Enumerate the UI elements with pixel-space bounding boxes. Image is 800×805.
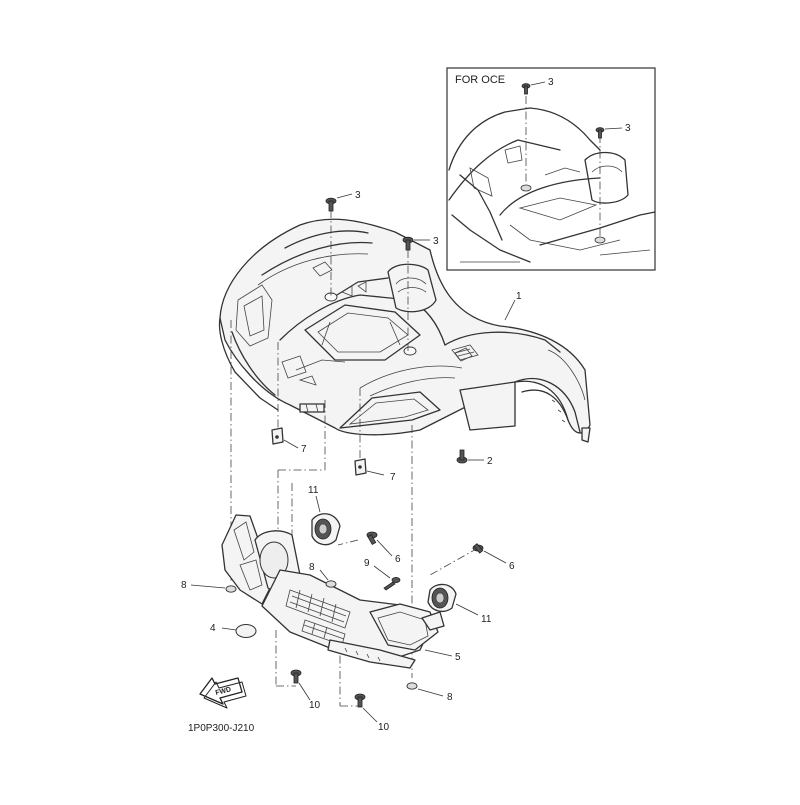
- callout-3: 3: [548, 77, 554, 88]
- callout-11: 11: [481, 614, 492, 625]
- cap-4: [235, 624, 257, 638]
- callout-1: 1: [516, 291, 522, 302]
- callout-7: 7: [301, 444, 307, 455]
- callout-5: 5: [455, 652, 461, 663]
- screw-3-a: [325, 197, 337, 212]
- callout-9: 9: [364, 558, 370, 569]
- grommet-8-c: [406, 682, 418, 690]
- callout-7: 7: [390, 472, 396, 483]
- inset-screw-top: [521, 83, 531, 95]
- callout-8: 8: [181, 580, 187, 591]
- lamp-11-a: [311, 513, 341, 546]
- inset-fender-sketch: [448, 81, 656, 263]
- grommet-8-b: [325, 580, 337, 588]
- bolt-10-a: [290, 669, 302, 684]
- bolt-10-b: [354, 693, 366, 708]
- callout-3: 3: [355, 190, 361, 201]
- screw-9: [383, 577, 401, 591]
- screw-3-b: [402, 236, 414, 251]
- fwd-arrow-icon: FWD: [199, 677, 247, 709]
- inset-screw-right: [595, 127, 605, 139]
- screw-6-b: [472, 543, 484, 554]
- callout-3: 3: [433, 236, 439, 247]
- fwd-label: FWD: [215, 686, 232, 697]
- screw-6-a: [366, 531, 378, 546]
- callout-3: 3: [625, 123, 631, 134]
- grommet-8-a: [225, 585, 237, 593]
- inset-label: FOR OCE: [455, 74, 505, 86]
- inset-frame: [446, 67, 656, 271]
- callout-4: 4: [210, 623, 216, 634]
- clip-7-b: [354, 458, 367, 476]
- callout-10: 10: [378, 722, 390, 733]
- callout-2: 2: [487, 456, 493, 467]
- lamp-11-b: [427, 583, 457, 613]
- callout-11: 11: [308, 485, 319, 496]
- clip-7-a: [271, 427, 284, 445]
- callout-10: 10: [309, 700, 321, 711]
- callout-8: 8: [447, 692, 453, 703]
- inset-for-oce: FOR OCE: [446, 67, 656, 271]
- callout-8: 8: [309, 562, 315, 573]
- drawing-code: 1P0P300-J210: [188, 723, 255, 734]
- front-grille-assembly: [221, 514, 445, 669]
- bolt-2: [456, 449, 468, 464]
- front-fender: [218, 218, 591, 443]
- callout-6: 6: [509, 561, 515, 572]
- callout-6: 6: [395, 554, 401, 565]
